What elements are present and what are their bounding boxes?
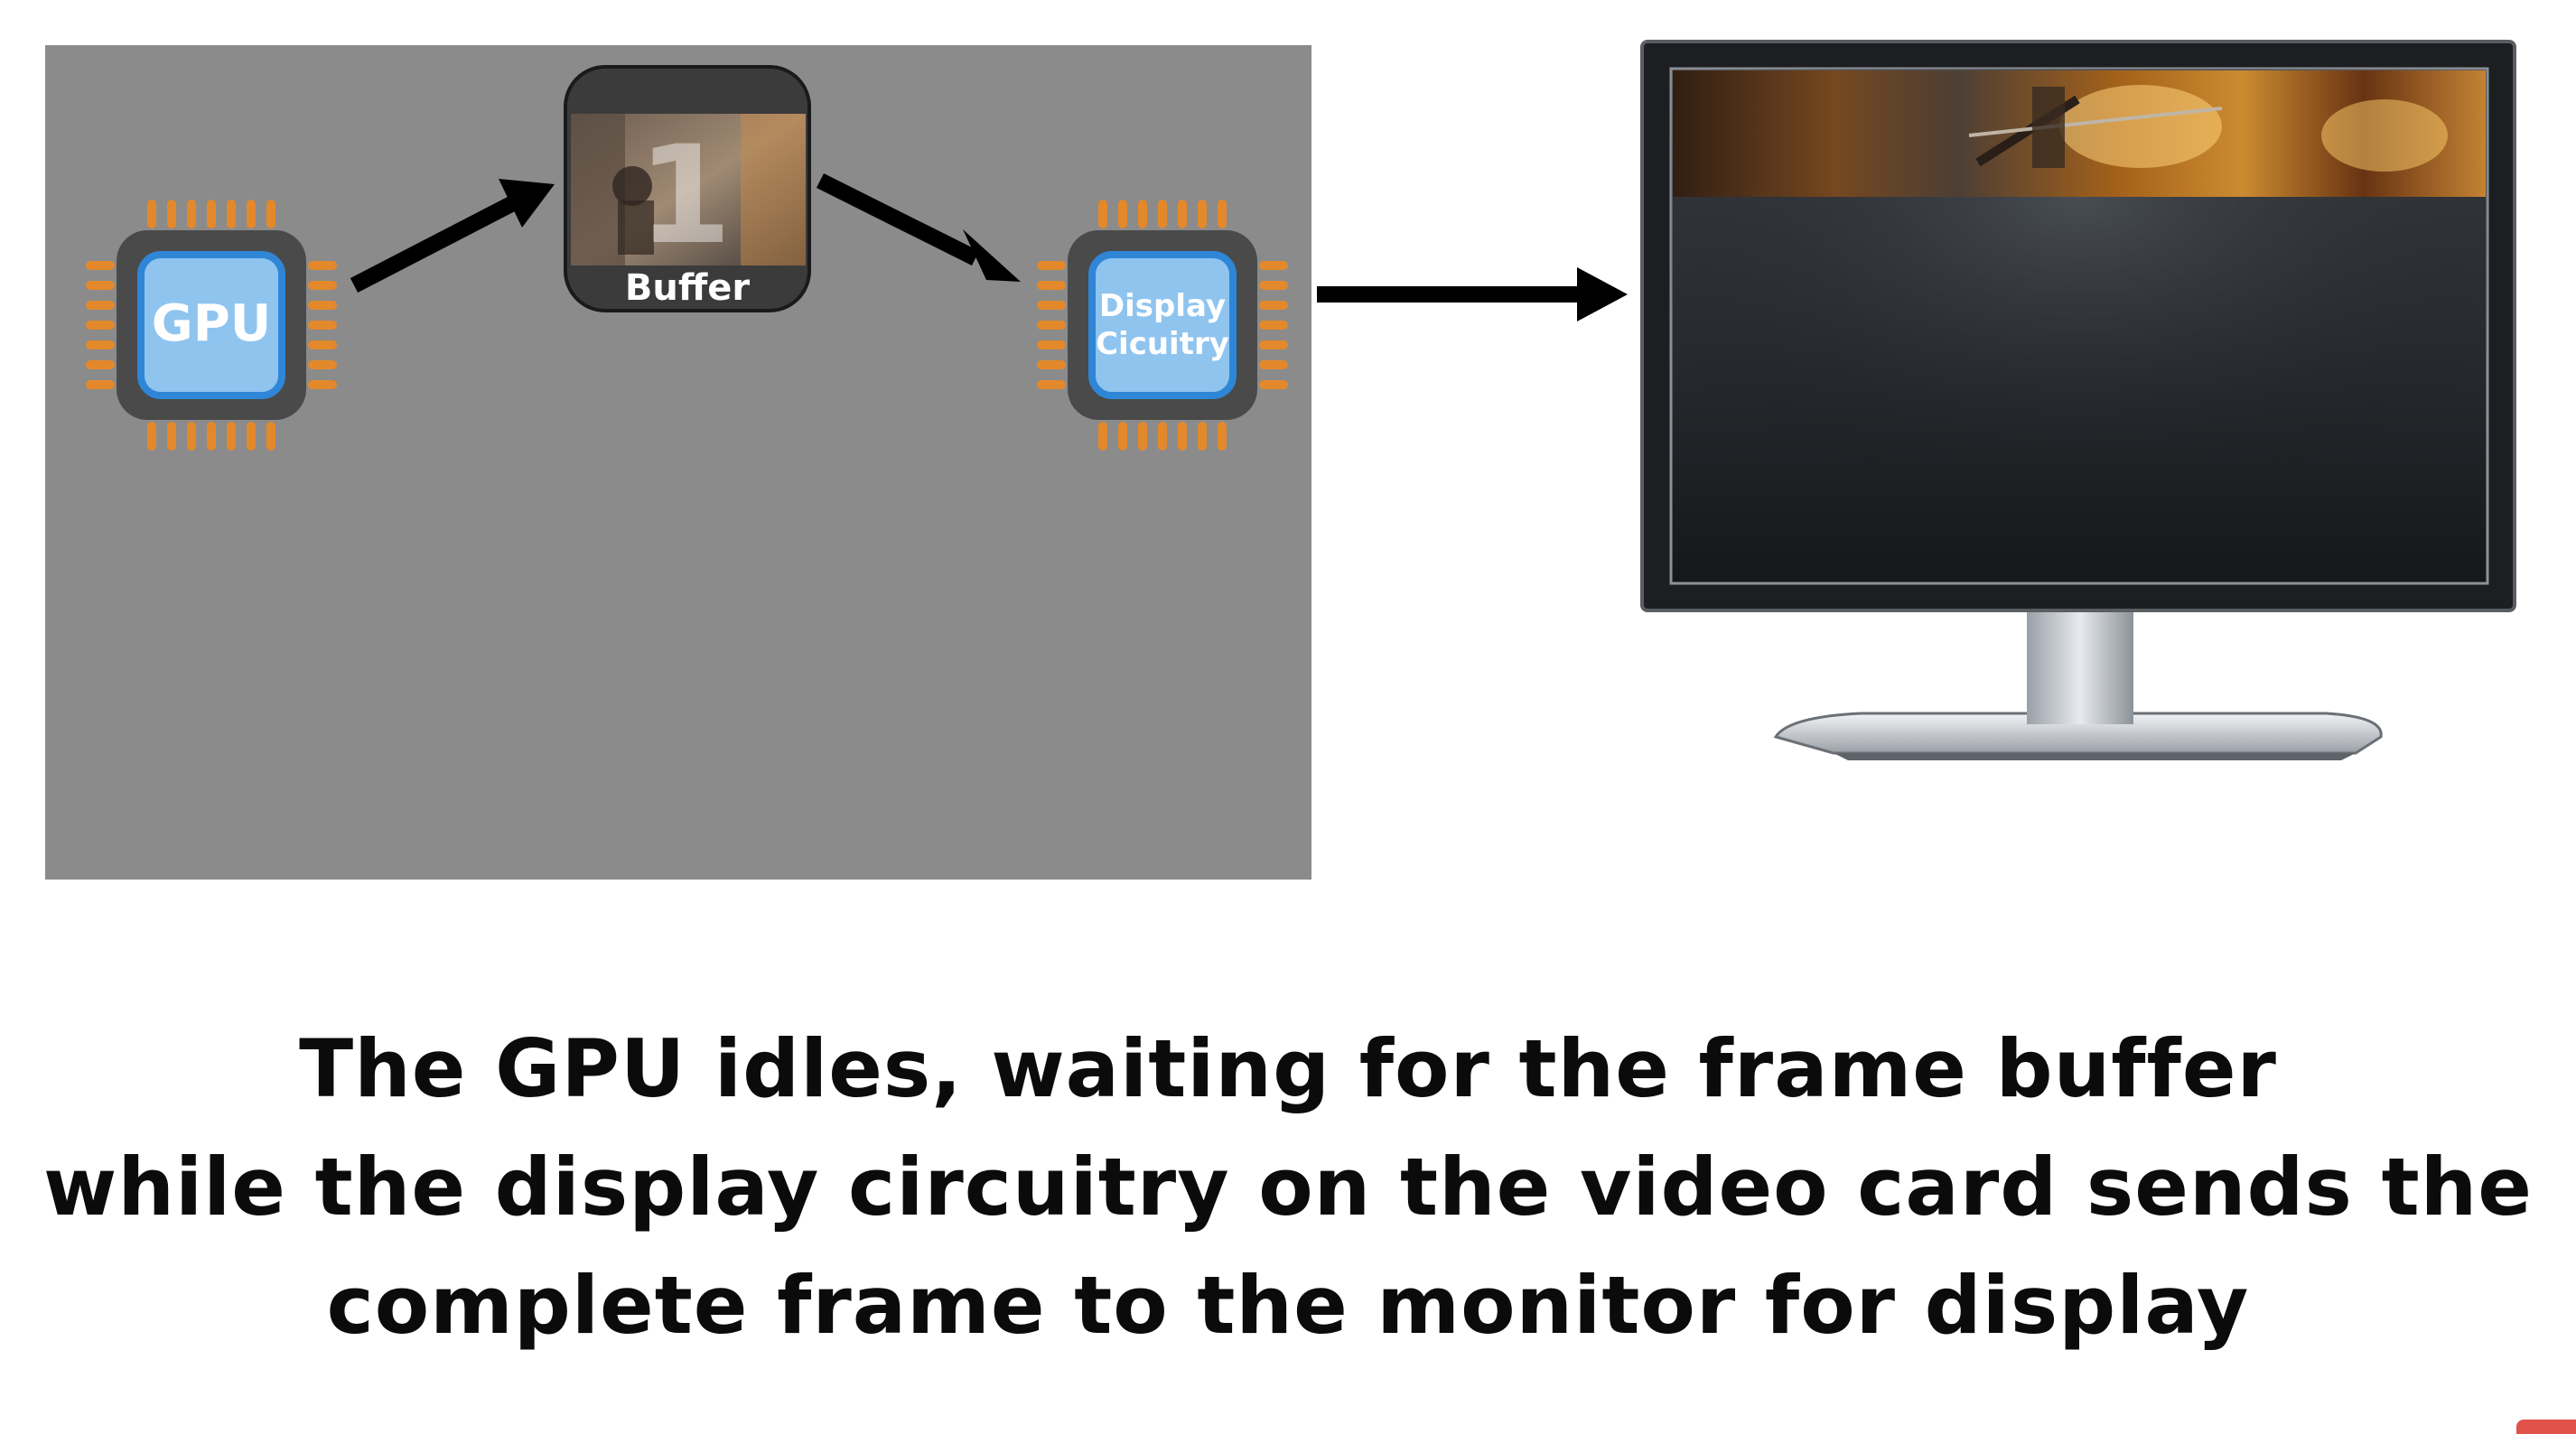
display-label-line1: Display [1099, 288, 1226, 324]
buffer-label: Buffer [625, 267, 750, 309]
frame-buffer-box: 1 Buffer [564, 65, 811, 312]
display-circuitry-chip-icon [1037, 200, 1288, 451]
gpu-chip-icon [86, 200, 337, 451]
caption-line-2: while the display circuitry on the video… [43, 1141, 2533, 1234]
arrow-buffer-to-display [816, 172, 1021, 282]
caption: The GPU idles, waiting for the frame buf… [0, 1010, 2576, 1364]
arrow-gpu-to-buffer [350, 179, 555, 293]
monitor-icon [1640, 40, 2516, 760]
arrow-display-to-monitor [1317, 267, 1628, 321]
gpu-label: GPU [152, 294, 271, 353]
buffer-number: 1 [638, 117, 732, 275]
corner-badge [2516, 1420, 2576, 1434]
caption-line-1: The GPU idles, waiting for the frame buf… [299, 1022, 2277, 1115]
display-label-line2: Cicuitry [1096, 326, 1229, 362]
caption-line-3: complete frame to the monitor for displa… [326, 1259, 2250, 1352]
